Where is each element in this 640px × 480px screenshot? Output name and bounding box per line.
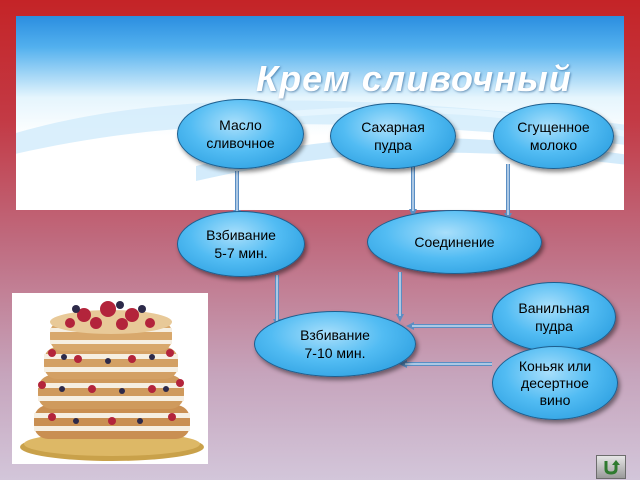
slide-title: Крем сливочный <box>256 58 572 99</box>
node-sugar: Сахарная пудра <box>330 103 456 169</box>
node-whipping-5-7: Взбивание 5-7 мин. <box>177 211 305 277</box>
node-condensed-milk-label: Сгущенное молоко <box>517 119 590 153</box>
node-vanilla: Ванильная пудра <box>492 282 616 352</box>
node-combining: Соединение <box>367 210 542 274</box>
node-combining-label: Соединение <box>414 234 495 250</box>
node-vanilla-label: Ванильная пудра <box>518 300 590 334</box>
node-condensed-milk: Сгущенное молоко <box>493 103 614 169</box>
node-cognac: Коньяк или десертное вино <box>492 346 618 420</box>
node-whipping-5-7-label: Взбивание 5-7 мин. <box>206 227 276 261</box>
node-whipping-7-10-label: Взбивание 7-10 мин. <box>300 327 370 361</box>
node-butter-label: Масло сливочное <box>206 117 275 151</box>
node-butter: Масло сливочное <box>177 99 304 169</box>
return-arrow-icon <box>604 460 620 475</box>
node-cognac-label: Коньяк или десертное вино <box>518 357 592 408</box>
return-button[interactable] <box>596 455 626 479</box>
node-sugar-label: Сахарная пудра <box>361 119 425 153</box>
cake-image <box>12 293 208 464</box>
node-whipping-7-10: Взбивание 7-10 мин. <box>254 311 416 377</box>
